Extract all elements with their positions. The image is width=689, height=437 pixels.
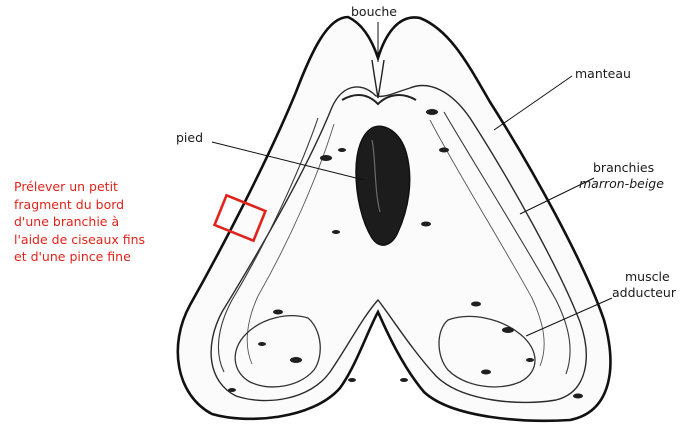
label-mouth: bouche [351,4,397,20]
label-muscle-line2: adducteur [612,285,676,301]
instruction-line: Prélever un petit [14,178,189,196]
label-foot: pied [176,130,203,146]
label-gills-line1: branchies [593,160,654,176]
label-muscle-line1: muscle [625,269,670,285]
instruction-line: l'aide de ciseaux fins [14,231,189,249]
instruction-line: fragment du bord [14,196,189,214]
label-gills-line2: marron-beige [579,176,664,192]
instruction-line: et d'une pince fine [14,248,189,266]
sampling-instruction: Prélever un petit fragment du bord d'une… [14,178,189,266]
instruction-line: d'une branchie à [14,213,189,231]
leader-line-mantle [494,76,572,130]
label-mantle: manteau [575,66,631,82]
